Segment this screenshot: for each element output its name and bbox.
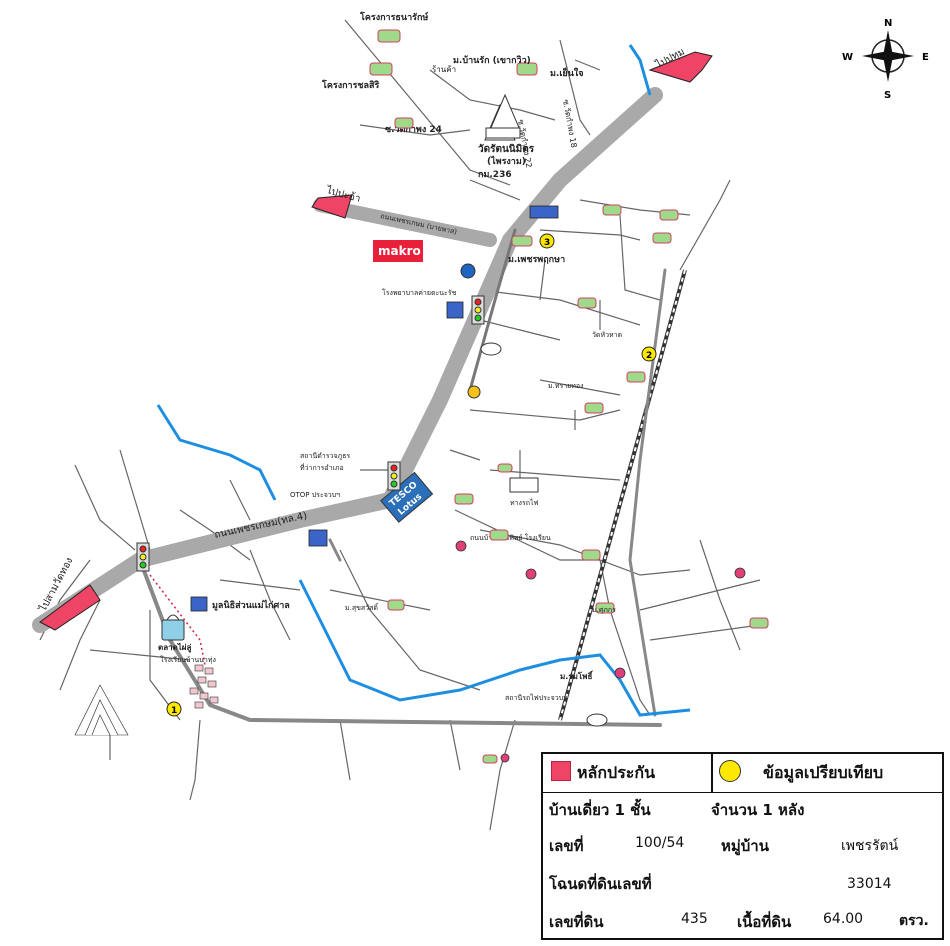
land-no-label: เลขที่ดิน bbox=[549, 913, 604, 931]
svg-text:2: 2 bbox=[646, 351, 652, 361]
rail-crossing bbox=[509, 477, 539, 493]
svg-text:S: S bbox=[884, 90, 891, 101]
shopping-bag-icon bbox=[161, 614, 185, 641]
subject-label: หลักประกัน bbox=[577, 763, 656, 782]
place-district: ที่ว่าการอำเภอ bbox=[300, 463, 344, 472]
place-supakorn: ม.ศุภกร bbox=[592, 606, 616, 614]
svg-text:makro: makro bbox=[378, 244, 421, 258]
village-icons bbox=[369, 29, 769, 764]
village-label: หมู่บ้าน bbox=[721, 837, 769, 855]
house-no-label: เลขที่ bbox=[549, 837, 584, 855]
place-tanarak: โครงการธนารักษ์ bbox=[359, 11, 429, 23]
property-legend: หลักประกัน ข้อมูลเปรียบเทียบ บ้านเดี่ยว … bbox=[541, 752, 944, 940]
poi-markers bbox=[455, 540, 746, 763]
place-police: สถานีตำรวจภูธร bbox=[300, 452, 350, 460]
place-chonsiri: โครงการชลสิริ bbox=[321, 79, 380, 91]
makro-logo: makro bbox=[373, 240, 423, 262]
deed-label: โฉนดที่ดินเลขที่ bbox=[549, 875, 652, 893]
market-label: ตลาดไผ่ลู่ bbox=[158, 642, 191, 653]
svg-text:3: 3 bbox=[544, 238, 550, 248]
arrow-to-pathum bbox=[648, 51, 713, 83]
comparison-circle-icon bbox=[719, 760, 741, 782]
place-rail-station: สถานีรถไฟประจวบฯ bbox=[505, 693, 567, 702]
housing-cluster bbox=[189, 664, 219, 709]
river bbox=[156, 44, 691, 717]
comparison-marker-1: 1 bbox=[166, 701, 182, 717]
land-no-value: 435 bbox=[681, 911, 708, 927]
soi-18-label: ซ.วัดกำพง 18 bbox=[561, 99, 578, 149]
village-value: เพชรรัตน์ bbox=[841, 838, 899, 854]
mall-label: มูลนิธิส่วนแม่ไก่ศาล bbox=[212, 599, 290, 611]
svg-text:E: E bbox=[922, 52, 929, 63]
km-236-label: กม.236 bbox=[478, 170, 512, 180]
place-suanjai: ม.เย็นใจ bbox=[550, 66, 584, 79]
land-area-unit: ตรว. bbox=[899, 913, 929, 929]
house-no-value: 100/54 bbox=[635, 835, 685, 851]
property-type: บ้านเดี่ยว 1 ชั้น bbox=[549, 801, 651, 819]
railway bbox=[558, 269, 687, 721]
deed-value: 33014 bbox=[847, 876, 892, 892]
place-ban-rak: ม.บ้านรัก (เขากวิว) bbox=[453, 55, 531, 66]
place-otop: OTOP ประจวบฯ bbox=[290, 491, 340, 499]
main-roads bbox=[32, 87, 667, 727]
place-phetphuksa: ม.เพชรพฤกษา bbox=[508, 255, 565, 265]
comparison-marker-2: 2 bbox=[641, 346, 657, 362]
place-railway: ทางรถไฟ bbox=[510, 498, 538, 507]
svg-text:W: W bbox=[842, 52, 853, 63]
direction-arrows bbox=[39, 51, 713, 631]
arrow-to-pakao bbox=[311, 194, 353, 219]
place-village-b: ม.สุขสวัสดิ์ bbox=[345, 602, 379, 612]
place-village-a: ม.ทรายทอง bbox=[548, 382, 583, 390]
legend-header: หลักประกัน ข้อมูลเปรียบเทียบ bbox=[543, 754, 942, 793]
place-village-c: ม.ร่มโพธิ์ bbox=[560, 670, 594, 681]
building-icons bbox=[190, 205, 559, 612]
house-icon bbox=[369, 29, 769, 764]
school-label: โรงเรียนบ้านนาทุ่ง bbox=[160, 655, 216, 664]
place-shop: ร้านค้า bbox=[432, 65, 456, 74]
land-area-label: เนื้อที่ดิน bbox=[737, 913, 792, 931]
svg-text:1: 1 bbox=[171, 706, 177, 716]
subject-square-icon bbox=[551, 761, 571, 781]
property-count: จำนวน 1 หลัง bbox=[711, 801, 805, 819]
compass-icon: N S E W bbox=[842, 18, 929, 101]
place-hospital: โรงพยาบาลค่ายตะนะรัช bbox=[382, 288, 457, 297]
soi-24-label: ซ.วัดกำพง 24 bbox=[385, 124, 442, 135]
svg-text:N: N bbox=[884, 18, 892, 29]
small-road-label: ถนนบ้านทองทิพย์ โรงเรียน bbox=[470, 533, 551, 542]
land-area-value: 64.00 bbox=[823, 911, 864, 927]
comparison-marker-3: 3 bbox=[539, 233, 555, 249]
minor-roads bbox=[39, 19, 761, 831]
temple-label: วัดรัตนนิมิตร bbox=[478, 143, 535, 155]
place-temple-small: วัดหัวหาด bbox=[592, 331, 622, 339]
market-tent-icon bbox=[74, 684, 129, 736]
temple-icon bbox=[484, 93, 521, 141]
fuel-station-icons bbox=[460, 263, 608, 727]
temple-sublabel: (ไพรงาม) bbox=[487, 155, 526, 167]
traffic-light-icon bbox=[136, 295, 485, 572]
comparison-label: ข้อมูลเปรียบเทียบ bbox=[763, 763, 884, 782]
arrow-to-west bbox=[39, 584, 101, 631]
legend-divider bbox=[711, 754, 713, 792]
